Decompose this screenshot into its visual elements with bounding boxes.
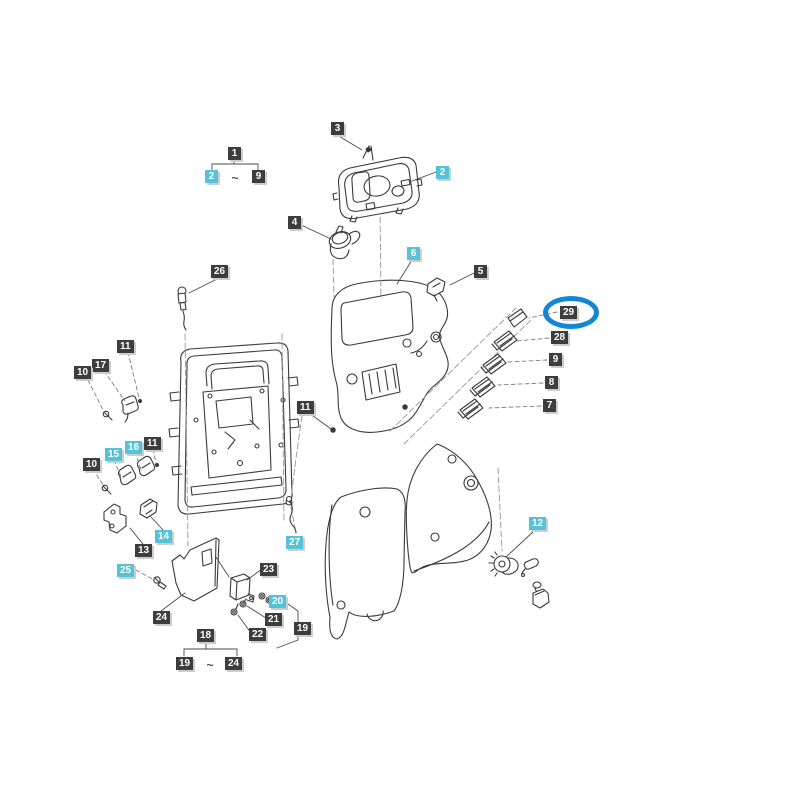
part-label-25[interactable]: 25	[117, 564, 135, 577]
part-label-11c[interactable]: 11	[297, 401, 314, 414]
part-label-2a[interactable]: 2	[205, 170, 218, 183]
part-label-15[interactable]: 15	[105, 448, 123, 461]
part-label-8[interactable]: 8	[545, 376, 558, 389]
part-25-screw-drawing	[153, 576, 167, 590]
part-label-2b[interactable]: 2	[436, 166, 449, 179]
part-label-11b[interactable]: 11	[144, 437, 161, 450]
instrument-cluster-drawing	[332, 156, 423, 223]
part-label-14[interactable]: 14	[155, 530, 173, 543]
part-label-10b[interactable]: 10	[83, 458, 101, 471]
leader-dot	[138, 399, 142, 403]
part-label-9b[interactable]: 9	[549, 353, 562, 366]
part-label-16[interactable]: 16	[125, 441, 143, 454]
part-3-pin-drawing	[362, 145, 374, 161]
range-tilde: ~	[206, 658, 214, 672]
part-label-6[interactable]: 6	[407, 247, 420, 260]
switch-parts-drawing	[457, 308, 528, 420]
part-label-20[interactable]: 20	[269, 595, 287, 608]
part-label-4[interactable]: 4	[288, 216, 301, 229]
part-12-lock-key-drawing	[488, 551, 550, 609]
part-4-ignition-switch-drawing	[328, 225, 361, 260]
dash-panel-drawing	[330, 279, 449, 433]
part-23-relay-drawing	[229, 573, 255, 603]
leader-dot	[155, 463, 159, 467]
range-tilde: ~	[231, 171, 239, 185]
seat-support-frame-drawing	[168, 342, 300, 515]
part-label-27[interactable]: 27	[286, 536, 304, 549]
part-label-21[interactable]: 21	[265, 613, 283, 626]
part-label-19b[interactable]: 19	[176, 657, 194, 670]
part-label-26[interactable]: 26	[211, 265, 229, 278]
part-label-22[interactable]: 22	[249, 628, 267, 641]
part-5-clip-drawing	[426, 277, 446, 302]
part-27-wire-drawing	[285, 495, 297, 534]
part-label-18[interactable]: 18	[197, 629, 215, 642]
part-label-13[interactable]: 13	[135, 544, 153, 557]
part-label-19a[interactable]: 19	[294, 622, 312, 635]
part-label-1[interactable]: 1	[228, 147, 241, 160]
part-14-clip-drawing	[139, 498, 158, 519]
part-label-29[interactable]: 29	[560, 306, 578, 319]
part-label-11a[interactable]: 11	[117, 340, 134, 353]
part-24-bracket-drawing	[171, 537, 220, 602]
part-26-sensor-drawing	[177, 286, 187, 331]
part-label-28[interactable]: 28	[551, 331, 569, 344]
part-label-24a[interactable]: 24	[153, 611, 171, 624]
lower-cover-drawing	[324, 443, 492, 640]
part-label-7[interactable]: 7	[543, 399, 556, 412]
part-17-clip-drawing	[121, 395, 139, 423]
part-label-10a[interactable]: 10	[74, 366, 92, 379]
part-15-16-clips-drawing	[117, 455, 156, 486]
part-label-5[interactable]: 5	[474, 265, 487, 278]
part-label-24b[interactable]: 24	[225, 657, 243, 670]
part-label-9a[interactable]: 9	[252, 170, 265, 183]
part-label-23[interactable]: 23	[260, 563, 278, 576]
part-13-bracket-drawing	[103, 503, 127, 534]
part-label-3[interactable]: 3	[331, 122, 344, 135]
leader-lines-solid	[129, 134, 535, 657]
part-label-17[interactable]: 17	[92, 359, 110, 372]
part-label-12[interactable]: 12	[529, 517, 547, 530]
